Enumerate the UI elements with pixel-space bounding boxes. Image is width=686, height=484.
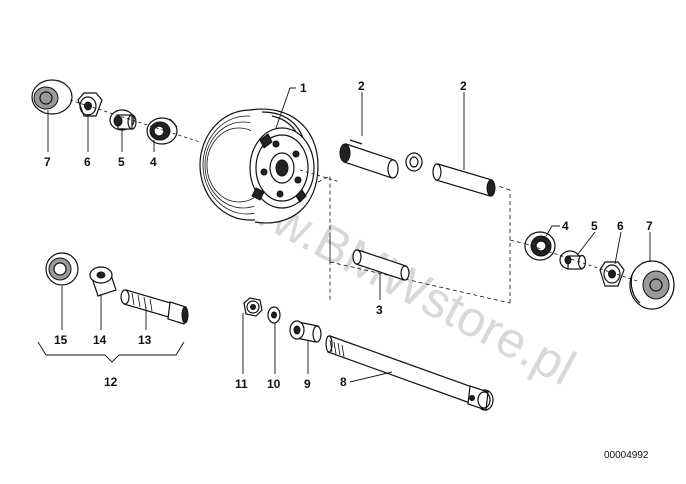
assembly-frame (317, 175, 527, 304)
callout-10: 10 (267, 377, 281, 391)
callout-14: 14 (93, 333, 107, 347)
axle (325, 335, 494, 411)
callouts: 1 2 2 3 4 5 6 7 4 5 6 7 8 9 10 11 12 13 … (44, 79, 653, 391)
sleeve-right (559, 250, 587, 270)
callout-11: 11 (235, 377, 248, 391)
bearing-right (524, 231, 556, 261)
nut-left (77, 92, 103, 117)
cover-cap-left (31, 79, 73, 115)
axle-nut (243, 297, 263, 317)
callout-13: 13 (138, 333, 152, 347)
wheel-hub (199, 108, 319, 224)
sleeve-left (109, 109, 137, 131)
leader-lines (47, 87, 651, 383)
seal-ring (45, 252, 79, 286)
spacer-sleeve-top-left (339, 139, 399, 179)
callout-7-right: 7 (646, 219, 653, 233)
callout-8: 8 (340, 375, 347, 389)
kit-bracket (37, 341, 185, 363)
callout-6-left: 6 (84, 155, 91, 169)
spacer-ring (405, 152, 423, 172)
drawing-number: 00004992 (604, 450, 649, 461)
nut-right (599, 261, 625, 287)
callout-2-left: 2 (358, 79, 365, 93)
washer (267, 306, 281, 324)
callout-4-left: 4 (150, 155, 157, 169)
bearing-left (146, 117, 178, 145)
callout-7-left: 7 (44, 155, 51, 169)
callout-5-left: 5 (118, 155, 125, 169)
cover-cap-right (629, 260, 675, 310)
callout-9: 9 (304, 377, 311, 391)
callout-2-right: 2 (460, 79, 467, 93)
spacer-bush (289, 320, 322, 343)
spacer-sleeve-bottom (352, 249, 410, 281)
spacer-sleeve-top-right (432, 163, 496, 197)
callout-1: 1 (300, 81, 307, 95)
callout-3: 3 (376, 303, 383, 317)
bolt (120, 289, 189, 325)
bush (89, 266, 117, 297)
callout-5-right: 5 (591, 219, 598, 233)
callout-6-right: 6 (617, 219, 624, 233)
callout-15: 15 (54, 333, 68, 347)
callout-12: 12 (104, 375, 118, 389)
callout-4-right: 4 (562, 219, 569, 233)
